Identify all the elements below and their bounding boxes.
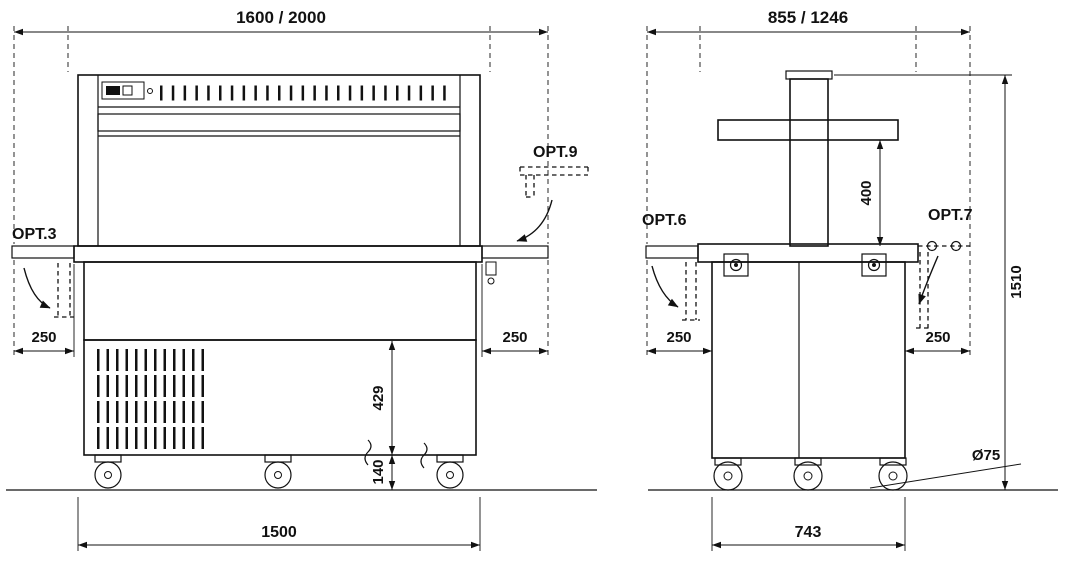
base-cabinet-side — [711, 261, 906, 459]
caster-icon — [793, 457, 823, 491]
side-extension-lines — [646, 26, 1012, 551]
dim-right-shelf-side: 250 — [905, 329, 970, 355]
counter-top — [73, 245, 483, 263]
ventilation-grille — [97, 349, 206, 449]
right-option-shelf — [481, 245, 549, 259]
dim-base-height: 429 — [370, 341, 396, 455]
dim-right-shelf-front-label: 250 — [502, 329, 527, 346]
front-view: 1600 / 2000 250 250 429 140 1500 OPT.3 — [6, 8, 597, 551]
dim-left-shelf-side-label: 250 — [666, 329, 691, 346]
dim-base-height-label: 429 — [370, 385, 387, 410]
left-option-shelf — [11, 245, 75, 259]
opt7-label: OPT.7 — [928, 207, 973, 224]
dim-right-shelf-front: 250 — [482, 329, 548, 355]
opt6-label: OPT.6 — [642, 212, 687, 229]
dim-overall-height: 1510 — [1001, 75, 1025, 490]
dim-overall-depth: 855 / 1246 — [647, 8, 970, 36]
light-bar — [97, 113, 461, 137]
dim-caster-height-label: 140 — [370, 459, 387, 484]
dim-overall-height-label: 1510 — [1008, 265, 1025, 298]
option-left-shelf-callout: OPT.3 — [12, 226, 74, 318]
side-view: 855 / 1246 250 250 400 1510 743 Ø75 OPT. — [642, 8, 1058, 551]
caster-icon — [94, 454, 122, 489]
caster-icon — [713, 457, 743, 491]
left-option-shelf-side — [645, 245, 699, 259]
dim-overall-width: 1600 / 2000 — [14, 8, 548, 36]
overhead-shelf — [717, 119, 899, 141]
rail-clamp-icon — [723, 253, 749, 277]
dim-overshelf-height: 400 — [858, 140, 884, 246]
dim-caster-diameter: Ø75 — [869, 447, 1022, 489]
dim-left-shelf-front-label: 250 — [31, 329, 56, 346]
caster-icon — [436, 454, 464, 489]
option-right-rail-callout: OPT.7 — [916, 207, 974, 329]
dim-left-shelf-front: 250 — [14, 329, 74, 355]
upstand-column — [785, 70, 833, 247]
dim-left-shelf-side: 250 — [647, 329, 712, 355]
dim-right-shelf-side-label: 250 — [925, 329, 950, 346]
caster-icon — [878, 457, 908, 491]
dim-caster-height: 140 — [370, 455, 396, 490]
front-extension-lines — [13, 26, 549, 551]
dim-overall-depth-label: 855 / 1246 — [768, 8, 848, 27]
dim-overall-width-label: 1600 / 2000 — [236, 8, 326, 27]
dim-base-depth: 743 — [712, 524, 905, 549]
dim-base-width: 1500 — [78, 524, 480, 549]
dim-overshelf-height-label: 400 — [858, 180, 875, 205]
break-marks — [364, 439, 428, 469]
control-panel-icon — [101, 81, 153, 100]
dim-caster-diameter-label: Ø75 — [972, 447, 1000, 464]
right-shelf-support-detail — [485, 261, 497, 285]
caster-icon — [264, 454, 292, 489]
front-body-outline — [77, 74, 481, 247]
opt9-label: OPT.9 — [533, 144, 578, 161]
option-left-shelf-side-callout: OPT.6 — [642, 212, 700, 321]
dim-base-depth-label: 743 — [795, 524, 822, 541]
rail-clamp-icon — [861, 253, 887, 277]
opt3-label: OPT.3 — [12, 226, 57, 243]
option-right-shelf-callout: OPT.9 — [516, 144, 589, 242]
base-cabinet — [83, 261, 477, 456]
dim-base-width-label: 1500 — [261, 524, 297, 541]
